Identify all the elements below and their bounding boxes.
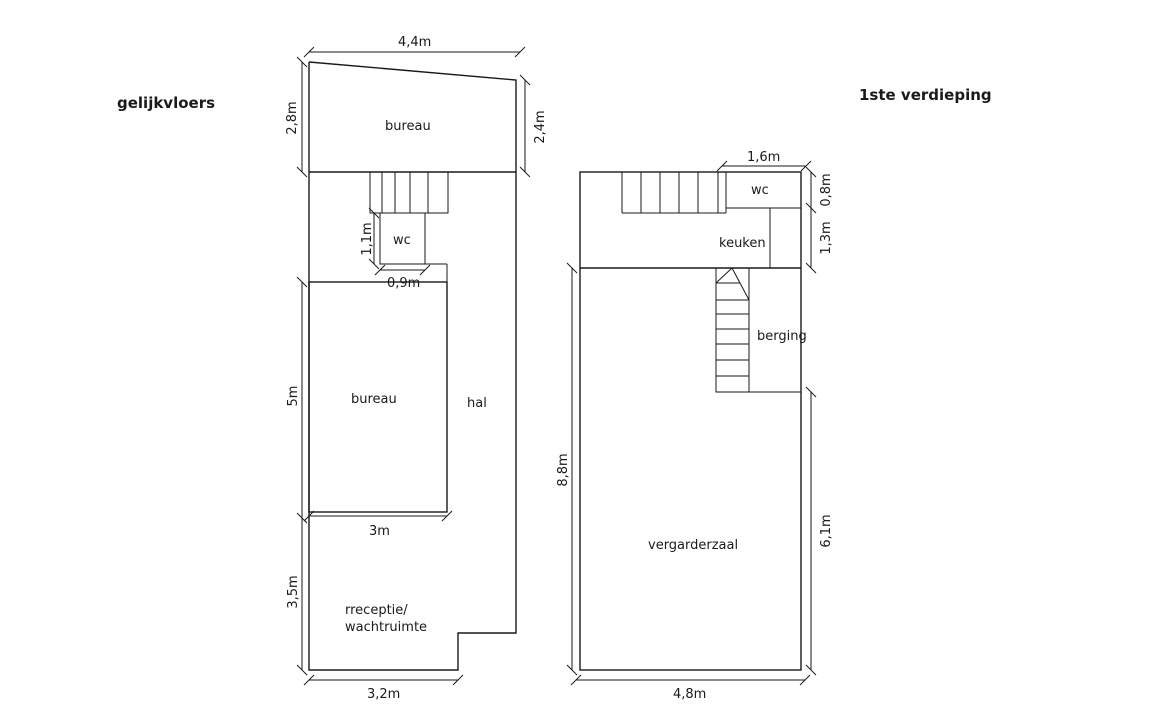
dim-ground-bottom-width: 3,2m: [303, 674, 464, 702]
dim-ground-top-width: 4,4m: [303, 35, 526, 58]
svg-text:2,8m: 2,8m: [285, 101, 300, 134]
first-outer-wall: [579, 171, 802, 671]
svg-text:1,6m: 1,6m: [747, 150, 780, 165]
room-label-wc-first: wc: [751, 183, 769, 198]
dim-first-keuken-height: 1,3m: [805, 208, 834, 274]
dim-first-left-height: 8,8m: [556, 262, 578, 676]
room-label-vergaderzaal: vergarderzaal: [648, 538, 738, 553]
dim-ground-bureau-left: 2,8m: [285, 56, 308, 178]
svg-text:4,8m: 4,8m: [673, 687, 706, 702]
svg-text:3,2m: 3,2m: [367, 687, 400, 702]
dim-ground-wc-width: 0,9m: [374, 264, 431, 291]
first-staircase-lower: [715, 267, 801, 393]
first-floor-plan: wc keuken berging vergarderzaal 1,6m 0,8…: [556, 150, 834, 702]
dim-ground-bureau-width: 3m: [303, 510, 453, 539]
svg-text:2,4m: 2,4m: [533, 110, 548, 143]
room-label-hal: hal: [467, 396, 487, 411]
svg-text:6,1m: 6,1m: [819, 514, 834, 547]
first-floor-title: 1ste verdieping: [859, 86, 992, 104]
ground-bureau-room: [308, 281, 448, 513]
svg-text:0,8m: 0,8m: [819, 173, 834, 206]
dim-ground-wc-height: 1,1m: [360, 207, 380, 270]
room-label-keuken: keuken: [719, 236, 766, 251]
ground-floor-plan: bureau wc bureau hal rreceptie/ wachtrui…: [285, 35, 548, 702]
svg-text:8,8m: 8,8m: [556, 453, 571, 486]
dim-first-right-height: 6,1m: [805, 386, 834, 676]
ground-outer-wall: [308, 61, 517, 671]
svg-text:0,9m: 0,9m: [387, 276, 420, 291]
room-label-receptie-line2: wachtruimte: [345, 620, 427, 635]
dim-ground-bureau-right: 2,4m: [519, 74, 548, 178]
ground-floor-title: gelijkvloers: [117, 94, 215, 112]
svg-text:1,1m: 1,1m: [360, 222, 375, 255]
room-label-bureau-main: bureau: [351, 392, 397, 407]
dim-ground-bureau-height: 5m: [286, 276, 308, 524]
dim-first-bottom-width: 4,8m: [570, 674, 811, 702]
first-staircase-top: [621, 172, 719, 213]
room-label-berging: berging: [757, 329, 807, 344]
svg-text:4,4m: 4,4m: [398, 35, 431, 50]
svg-text:3m: 3m: [369, 524, 390, 539]
room-label-wc-ground: wc: [393, 233, 411, 248]
room-label-bureau-top: bureau: [385, 119, 431, 134]
svg-text:1,3m: 1,3m: [819, 221, 834, 254]
svg-text:3,5m: 3,5m: [286, 575, 301, 608]
dim-ground-receptie-height: 3,5m: [286, 518, 308, 676]
svg-text:5m: 5m: [286, 386, 301, 407]
dim-first-wc-height: 0,8m: [805, 166, 834, 214]
dim-first-wc-width: 1,6m: [716, 150, 812, 172]
ground-staircase: [369, 171, 449, 214]
room-label-receptie-line1: rreceptie/: [345, 603, 408, 618]
first-wc-box: [725, 171, 802, 209]
